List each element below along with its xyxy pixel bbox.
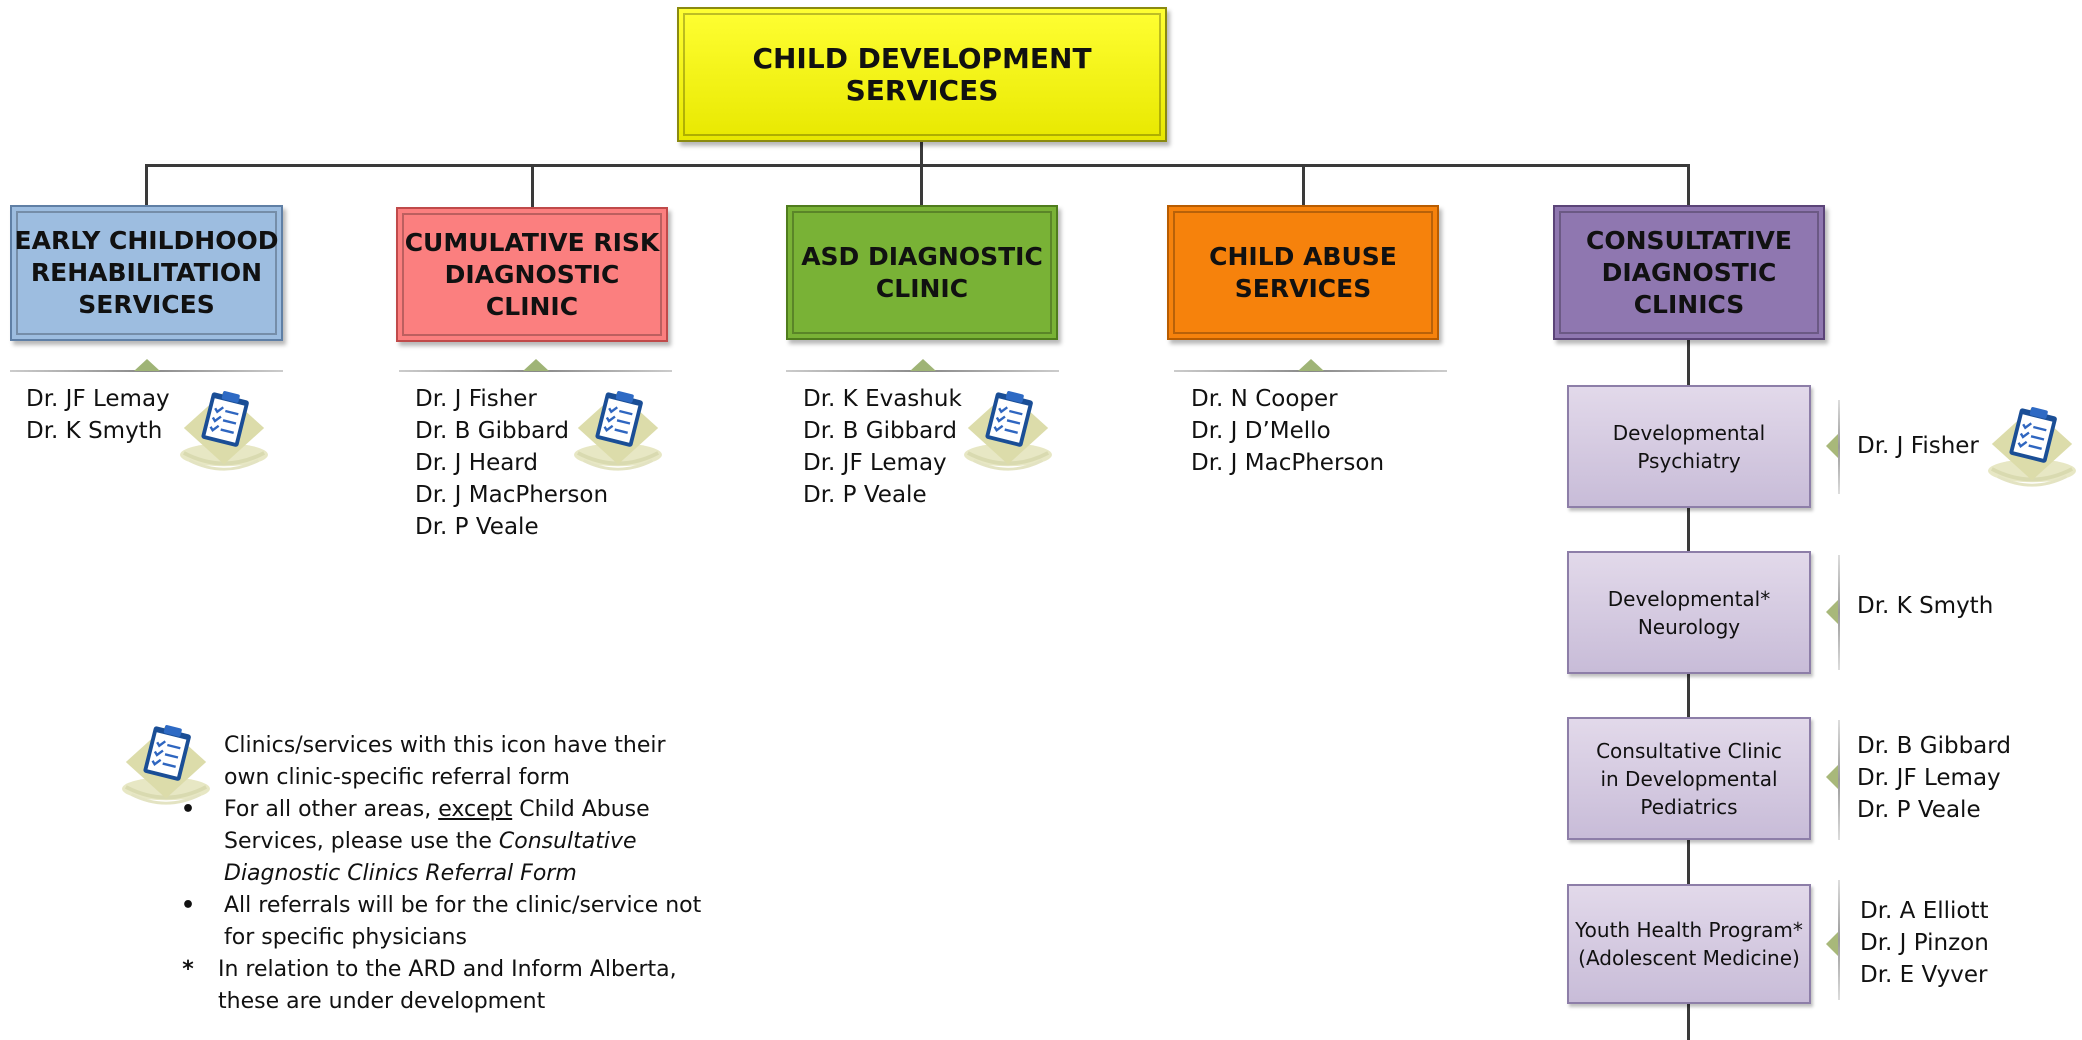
legend-item: • For all other areas, except Child Abus… <box>176 794 736 890</box>
consultative-diagnostic-clinics-box: CONSULTATIVE DIAGNOSTIC CLINICS <box>1553 205 1825 340</box>
bullet-dot-icon: • <box>180 893 196 918</box>
child-development-services-box: CHILD DEVELOPMENT SERVICES <box>677 7 1167 142</box>
physician-list: Dr. JF Lemay Dr. K Smyth <box>26 383 170 447</box>
child-abuse-services-box: CHILD ABUSE SERVICES <box>1167 205 1439 340</box>
physician-name: Dr. P Veale <box>1857 797 1981 823</box>
department-title: CHILD ABUSE SERVICES <box>1209 241 1397 303</box>
physician-name: Dr. B Gibbard <box>415 418 569 444</box>
connector-line <box>1302 164 1305 206</box>
physician-list: Dr. B Gibbard Dr. JF Lemay Dr. P Veale <box>1857 730 2011 826</box>
connector-line <box>145 164 148 206</box>
consultative-clinic-pediatrics-box: Consultative Clinic in Developmental Ped… <box>1567 717 1811 840</box>
connector-line <box>920 164 923 206</box>
legend: Clinics/services with this icon have the… <box>176 730 736 1018</box>
department-title: ASD DIAGNOSTIC CLINIC <box>801 241 1043 303</box>
pointer-triangle-icon <box>1826 600 1838 624</box>
legend-icon-text: Clinics/services with this icon have the… <box>224 733 666 758</box>
separator-line <box>1174 370 1447 372</box>
legend-text-italic: Diagnostic Clinics Referral Form <box>224 861 577 886</box>
developmental-neurology-box: Developmental* Neurology <box>1567 551 1811 674</box>
physician-list: Dr. K Smyth <box>1857 590 1993 622</box>
legend-text-segment: Child Abuse <box>519 797 650 822</box>
connector-line <box>145 164 1690 167</box>
cumulative-risk-clinic-box: CUMULATIVE RISK DIAGNOSTIC CLINIC <box>396 207 668 342</box>
connector-line <box>1687 340 1690 1040</box>
child-development-services-title: CHILD DEVELOPMENT SERVICES <box>752 41 1092 107</box>
clinic-title: Developmental Psychiatry <box>1612 420 1766 473</box>
clipboard-checklist-icon <box>1984 402 2080 488</box>
physician-name: Dr. K Evashuk <box>803 386 962 412</box>
pointer-triangle-icon <box>1298 359 1324 371</box>
physician-name: Dr. K Smyth <box>1857 593 1994 619</box>
clipboard-checklist-icon <box>960 386 1056 472</box>
physician-list: Dr. J Fisher <box>1857 430 1979 462</box>
physician-list: Dr. K Evashuk Dr. B Gibbard Dr. JF Lemay… <box>803 383 962 511</box>
legend-item-text: these are under development <box>218 989 546 1014</box>
asd-diagnostic-clinic-box: ASD DIAGNOSTIC CLINIC <box>786 205 1058 340</box>
pointer-triangle-icon <box>1826 434 1838 458</box>
separator-line <box>1838 880 1840 1000</box>
physician-name: Dr. K Smyth <box>26 418 163 444</box>
physician-list: Dr. N Cooper Dr. J D’Mello Dr. J MacPher… <box>1191 383 1384 479</box>
separator-line <box>786 370 1059 372</box>
legend-item-text: for specific physicians <box>224 925 467 950</box>
department-title: EARLY CHILDHOOD REHABILITATION SERVICES <box>14 226 279 319</box>
pointer-triangle-icon <box>134 359 160 371</box>
separator-line <box>10 370 283 372</box>
clinic-title: Developmental* Neurology <box>1607 586 1771 639</box>
physician-name: Dr. B Gibbard <box>1857 733 2011 759</box>
pointer-triangle-icon <box>1826 765 1838 789</box>
physician-name: Dr. E Vyver <box>1860 962 1988 988</box>
separator-line <box>1838 400 1840 494</box>
physician-name: Dr. J Fisher <box>415 386 537 412</box>
legend-item-text: In relation to the ARD and Inform Albert… <box>218 957 677 982</box>
physician-name: Dr. J MacPherson <box>1191 450 1385 476</box>
physician-name: Dr. N Cooper <box>1191 386 1338 412</box>
legend-item-text: All referrals will be for the clinic/ser… <box>224 893 702 918</box>
physician-name: Dr. JF Lemay <box>803 450 947 476</box>
clinic-title: Youth Health Program* (Adolescent Medici… <box>1575 918 1803 970</box>
legend-item: * In relation to the ARD and Inform Albe… <box>176 954 736 1018</box>
connector-line <box>920 140 923 166</box>
clinic-title: Consultative Clinic in Developmental Ped… <box>1596 738 1782 819</box>
legend-item-text: For all other areas, except Child Abuse <box>224 794 736 826</box>
youth-health-program-box: Youth Health Program* (Adolescent Medici… <box>1567 884 1811 1004</box>
physician-name: Dr. J MacPherson <box>415 482 609 508</box>
legend-item-text: Services, please use the Consultative <box>224 826 736 858</box>
physician-name: Dr. J Fisher <box>1857 433 1979 459</box>
physician-name: Dr. P Veale <box>415 514 539 540</box>
separator-line <box>399 370 672 372</box>
physician-name: Dr. JF Lemay <box>26 386 170 412</box>
clipboard-checklist-icon <box>176 386 272 472</box>
physician-list: Dr. A Elliott Dr. J Pinzon Dr. E Vyver <box>1860 895 1989 991</box>
physician-name: Dr. J D’Mello <box>1191 418 1331 444</box>
physician-name: Dr. J Heard <box>415 450 538 476</box>
department-title: CONSULTATIVE DIAGNOSTIC CLINICS <box>1586 225 1792 319</box>
pointer-triangle-icon <box>910 359 936 371</box>
physician-name: Dr. B Gibbard <box>803 418 957 444</box>
physician-name: Dr. A Elliott <box>1860 898 1989 924</box>
pointer-triangle-icon <box>1826 932 1838 956</box>
separator-line <box>1838 555 1840 670</box>
physician-list: Dr. J Fisher Dr. B Gibbard Dr. J Heard D… <box>415 383 608 543</box>
legend-text-italic: Consultative <box>498 829 637 854</box>
asterisk-marker: * <box>182 957 194 982</box>
department-title: CUMULATIVE RISK DIAGNOSTIC CLINIC <box>404 227 660 321</box>
legend-text-segment: Services, please use the <box>224 829 492 854</box>
developmental-psychiatry-box: Developmental Psychiatry <box>1567 385 1811 508</box>
physician-name: Dr. JF Lemay <box>1857 765 2001 791</box>
legend-text-underlined: except <box>438 797 513 822</box>
legend-item: • All referrals will be for the clinic/s… <box>176 890 736 954</box>
clipboard-checklist-icon <box>570 386 666 472</box>
physician-name: Dr. J Pinzon <box>1860 930 1989 956</box>
physician-name: Dr. P Veale <box>803 482 927 508</box>
bullet-dot-icon: • <box>180 797 196 822</box>
legend-text-segment: For all other areas, <box>224 797 432 822</box>
legend-icon-text: own clinic-specific referral form <box>224 765 570 790</box>
early-childhood-rehabilitation-box: EARLY CHILDHOOD REHABILITATION SERVICES <box>10 205 283 341</box>
connector-line <box>1687 164 1690 206</box>
separator-line <box>1838 720 1840 840</box>
connector-line <box>531 164 534 208</box>
pointer-triangle-icon <box>523 359 549 371</box>
